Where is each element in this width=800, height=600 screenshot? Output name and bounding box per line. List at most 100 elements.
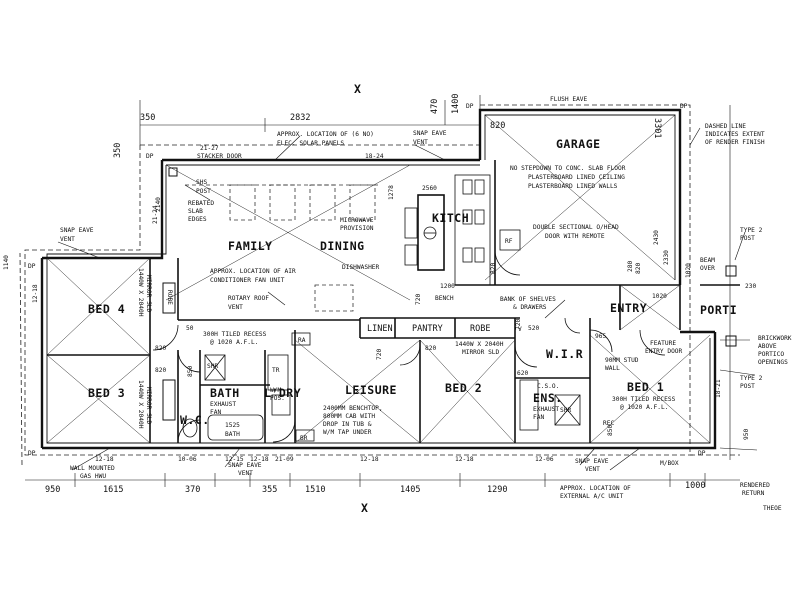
note-mirror-b3a: 1440W X 2040H — [137, 380, 144, 429]
dim-470: 470 — [430, 99, 440, 114]
dim-12-18-bot2: 12-18 — [360, 456, 379, 463]
dim-21-09: 21-09 — [275, 456, 294, 463]
note-shr-ens: SHR — [560, 407, 571, 414]
exterior-walls — [40, 108, 717, 450]
dim-1290: 1290 — [487, 485, 507, 495]
room-wir: W.I.R — [546, 347, 583, 361]
note-fan-bath: FAN — [210, 409, 221, 416]
note-microwave-2: PROVISION — [340, 225, 374, 232]
room-bath: BATH — [210, 386, 240, 400]
dim-1510: 1510 — [305, 485, 325, 495]
note-mbox: M/BOX — [660, 460, 679, 467]
room-labels: GARAGE FAMILY DINING KITCH BED 4 BED 3 B… — [88, 137, 737, 427]
note-flush-eave: FLUSH EAVE — [550, 96, 588, 103]
dim-1020-entry: 1020 — [652, 293, 667, 300]
note-tiled-1: 300H TILED RECESS — [203, 331, 267, 338]
note-brick-2: ABOVE — [758, 343, 777, 350]
note-roof-1: ROTARY ROOF — [228, 295, 269, 302]
dim-10-06: 10-06 — [178, 456, 197, 463]
note-type2-bot-a: TYPE 2 — [740, 375, 763, 382]
note-type2-bot-b: POST — [740, 383, 755, 390]
dim-21-24: 21-24 — [152, 205, 159, 224]
dim-2832: 2832 — [290, 113, 310, 123]
note-garage-2: PLASTERBOARD LINED CEILING — [528, 174, 625, 181]
note-leisure-4: W/M TAP UNDER — [323, 429, 372, 436]
note-overhead-1: DOUBLE SECTIONAL O/HEAD — [533, 224, 619, 231]
room-porti: PORTI — [700, 303, 737, 317]
dim-720-c: 720 — [515, 319, 522, 330]
note-cso: C.S.O. — [537, 383, 559, 390]
dim-850: 850 — [187, 366, 194, 377]
note-bath-size: 1525 — [225, 422, 240, 429]
room-bed1: BED 1 — [627, 380, 664, 394]
note-exhaust-bath: EXHAUST — [210, 401, 236, 408]
note-wm-1: W/M — [270, 387, 281, 394]
dim-21-40: 2140 — [155, 197, 162, 212]
dim-820-top: 820 — [490, 121, 505, 131]
room-bed3: BED 3 — [88, 386, 125, 400]
dim-950: 950 — [45, 485, 60, 495]
note-shr-bath: SHR — [207, 363, 218, 370]
note-tiled-e1: 300H TILED RECESS — [612, 396, 676, 403]
note-overhead-2: DOOR WITH REMOTE — [545, 233, 605, 240]
dim-820-g2: 820 — [635, 263, 642, 274]
note-mirror-b2a: 1440W X 2040H — [455, 341, 504, 348]
note-leisure-2: 800MM CAB WITH — [323, 413, 375, 420]
note-dp-5: DP — [28, 450, 36, 457]
dim-850-b: 850 — [607, 425, 614, 436]
dim-1020-port: 1020 — [685, 263, 692, 278]
aircon-box — [314, 284, 354, 312]
room-bed2: BED 2 — [445, 381, 482, 395]
dim-18-21: 18-21 — [715, 379, 722, 398]
leader-lines — [57, 127, 758, 471]
room-ens: ENS. — [533, 391, 563, 405]
dim-965: 965 — [595, 333, 606, 340]
room-dining: DINING — [320, 239, 365, 253]
note-post: POST — [196, 188, 211, 195]
note-dp-4: DP — [680, 103, 688, 110]
dim-1405: 1405 — [400, 485, 420, 495]
note-snap-left-2: VENT — [60, 236, 75, 243]
note-stud-1: 90MM STUD — [605, 357, 639, 364]
dim-820-g1: 820 — [490, 263, 497, 274]
interior-walls — [47, 160, 740, 443]
room-garage: GARAGE — [556, 137, 601, 151]
note-tiled-2: @ 1020 A.F.L. — [210, 339, 258, 346]
note-rf: RF — [505, 238, 513, 245]
note-tr: TR — [272, 367, 280, 374]
note-beam-2: OVER — [700, 265, 715, 272]
note-gas-1: WALL MOUNTED — [70, 465, 115, 472]
note-snap-eave-top-2: VENT — [413, 139, 428, 146]
dim-1200: 1200 — [440, 283, 455, 290]
dim-50: 50 — [186, 325, 194, 332]
note-ac-2: EXTERNAL A/C UNIT — [560, 493, 624, 500]
posts — [162, 167, 737, 421]
note-mirror-b2b: MIRROR SLD — [462, 349, 500, 356]
note-leisure-1: 2400MM BENCHTOP, — [323, 405, 383, 412]
note-brick-4: OPENINGS — [758, 359, 788, 366]
dim-350-top: 350 — [140, 113, 155, 123]
dim-820-c: 820 — [155, 345, 166, 352]
note-aircon-1: APPROX. LOCATION OF AIR — [210, 268, 296, 275]
note-dashed-1: DASHED LINE — [705, 123, 746, 130]
note-v: V — [518, 326, 522, 333]
note-tiled-e2: @ 1020 A.F.L. — [620, 404, 668, 411]
note-snap-bot-4: VENT — [585, 466, 600, 473]
note-bench: BENCH — [435, 295, 454, 302]
note-aircon-2: CONDITIONER FAN UNIT — [210, 277, 285, 284]
note-dp-1: DP — [146, 153, 154, 160]
note-brick-1: BRICKWORK — [758, 335, 792, 342]
note-x-top: X — [354, 82, 361, 96]
door-swings — [152, 249, 666, 443]
note-x-bottom: X — [361, 501, 368, 515]
dim-1400: 1400 — [451, 94, 461, 114]
dim-12-18-left: 12-18 — [32, 284, 39, 303]
room-leisure: LEISURE — [345, 383, 397, 397]
dim-18-24: 18-24 — [365, 153, 384, 160]
note-exhaust-ens: EXHAUST — [533, 406, 559, 413]
note-rebated-2: SLAB — [188, 208, 203, 215]
note-feature-1: FEATURE — [650, 340, 676, 347]
exterior-walls-inner — [46, 114, 711, 444]
note-gas-2: GAS HWU — [80, 473, 106, 480]
